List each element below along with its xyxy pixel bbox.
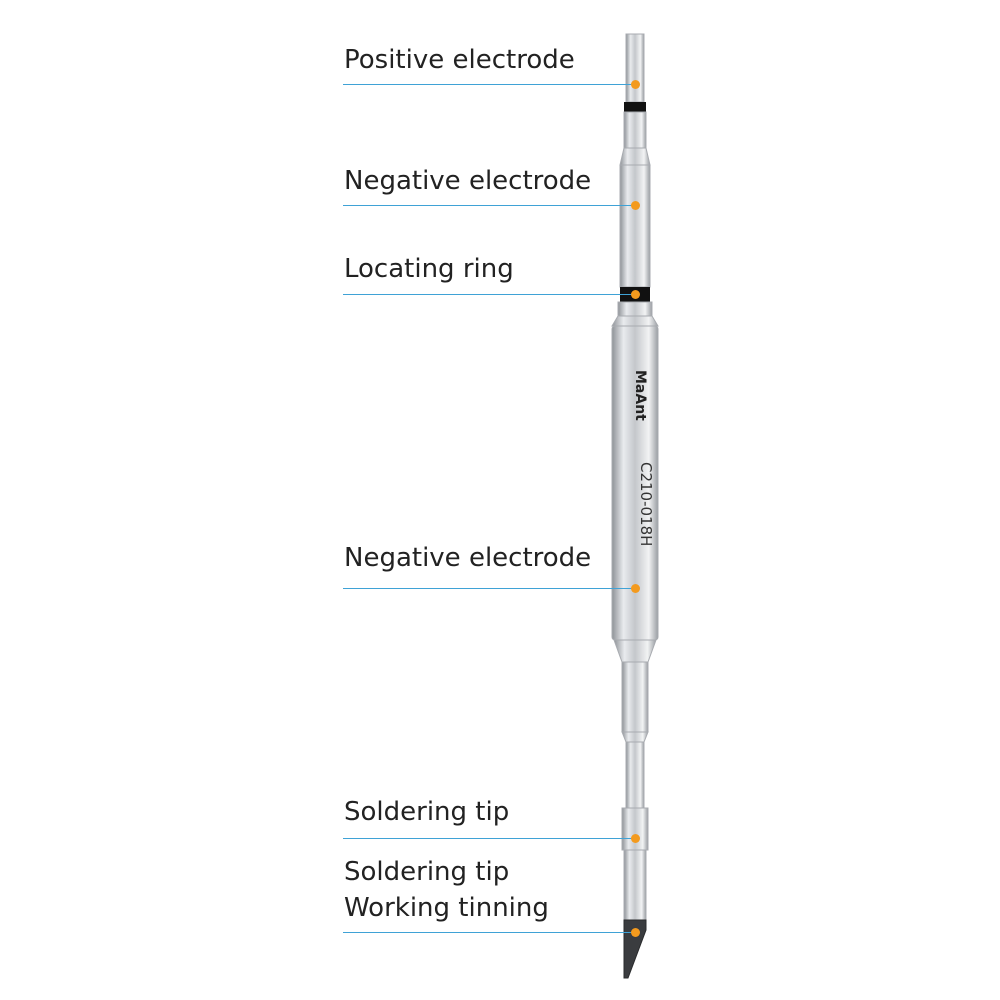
blade-tip [623,919,647,979]
leader-line [343,205,635,206]
lower-shaft [621,661,649,733]
thin-shaft [625,741,645,811]
model-text: C210-018H [637,462,655,546]
sleeve-shoulder [619,147,651,166]
negative-sleeve [619,164,651,288]
tip-collar [621,807,649,851]
brand-text: MaAnt [632,370,648,421]
marker-dot [631,290,640,299]
leader-line [343,588,635,589]
label-working-tinning: Working tinning [344,893,549,923]
label-negative-electrode: Negative electrode [344,166,592,196]
marker-dot [631,80,640,89]
leader-line [343,932,635,933]
body-taper [613,639,657,663]
label-positive-electrode: Positive electrode [344,45,575,75]
tip-shaft [623,849,647,921]
negative-sleeve-upper [623,111,647,149]
marker-dot [631,834,640,843]
leader-line [343,838,635,839]
label-soldering-tip: Soldering tip [344,797,510,827]
leader-line [343,84,635,85]
label-locating-ring: Locating ring [344,254,514,284]
label-soldering-tip-2: Soldering tip [344,857,510,887]
shaft-step [621,731,649,743]
insulator-ring [624,102,646,112]
collar-flare [611,315,659,327]
collar [617,301,653,317]
leader-line [343,294,635,295]
positive-pin [625,33,645,103]
marker-dot [631,201,640,210]
label-negative-electrode-body: Negative electrode [344,543,592,573]
marker-dot [631,584,640,593]
marker-dot [631,928,640,937]
